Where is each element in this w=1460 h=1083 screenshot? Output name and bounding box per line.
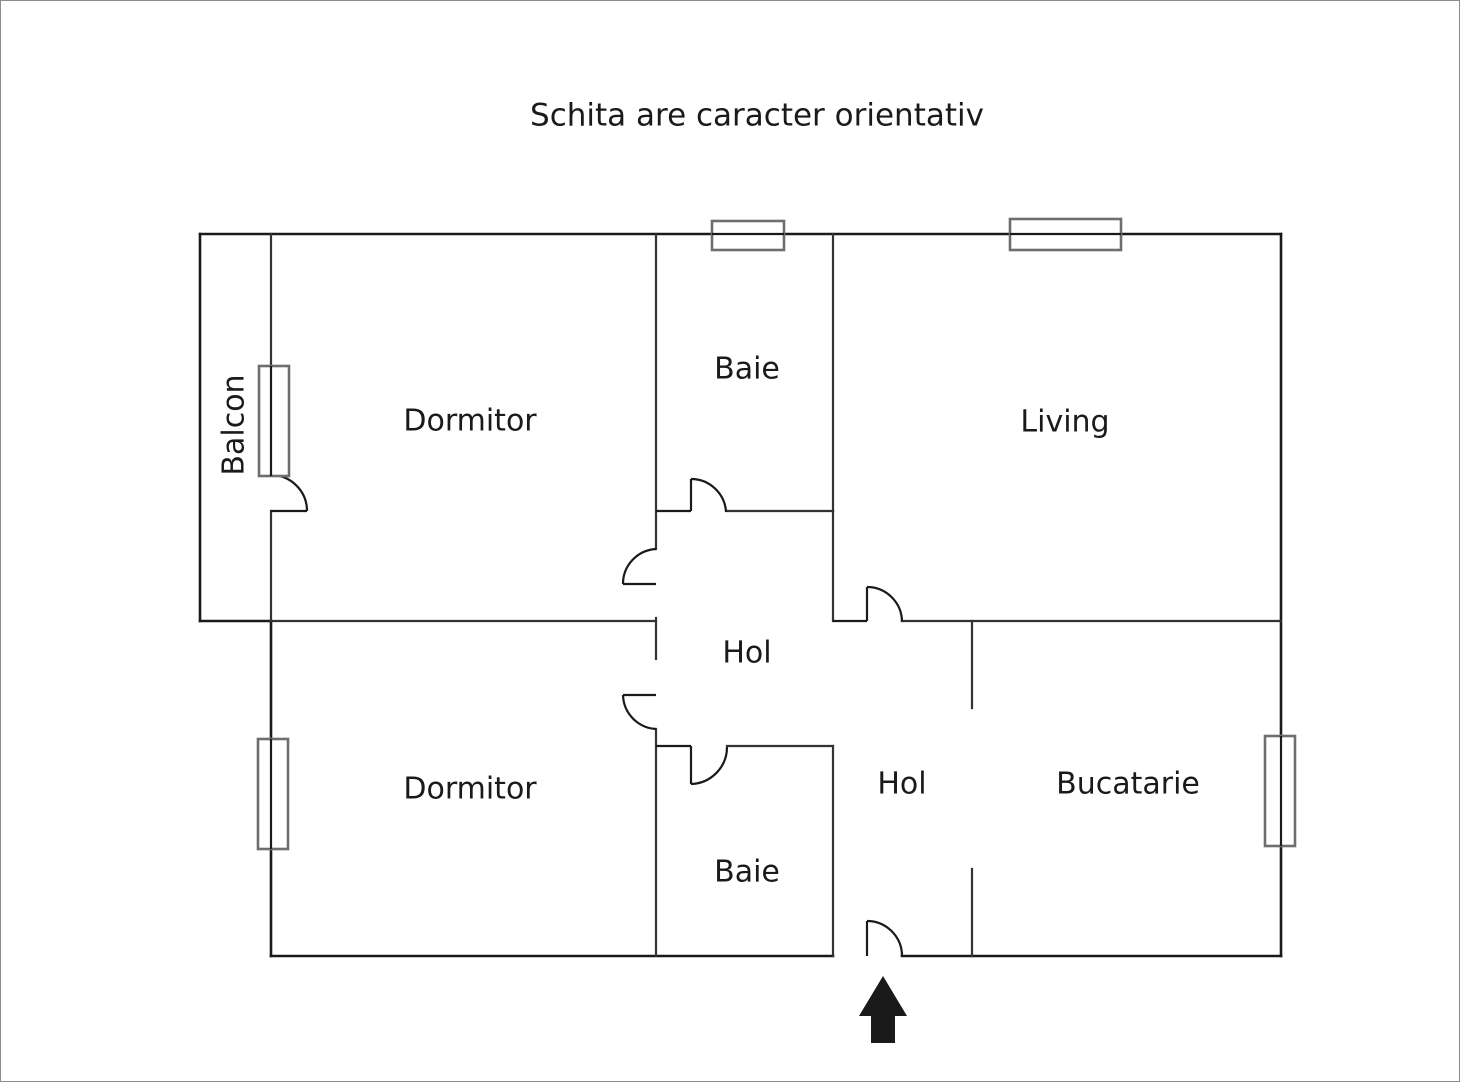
room-label-hol-1: Hol — [722, 636, 771, 671]
window-baie-1-top — [710, 219, 786, 252]
door-swings — [270, 473, 904, 957]
door-arc-baie-2 — [690, 746, 729, 786]
door-arc-dormitor-2 — [621, 694, 657, 731]
room-label-dormitor-2: Dormitor — [403, 772, 537, 807]
room-labels: Balcon Dormitor Baie Living Hol Dormitor… — [217, 352, 1200, 890]
door-arc-entrance — [866, 919, 904, 957]
door-arc-living — [866, 585, 904, 623]
door-arc-baie-1 — [690, 477, 728, 513]
room-label-baie-1: Baie — [714, 352, 780, 387]
page-title: Schita are caracter orientativ — [530, 98, 984, 134]
windows — [256, 217, 1297, 851]
window-balcon-left — [257, 364, 291, 478]
door-arc-balcon — [270, 473, 309, 512]
room-label-bucatarie: Bucatarie — [1056, 767, 1200, 802]
room-label-balcon: Balcon — [217, 374, 252, 475]
door-arc-dormitor-1 — [621, 547, 657, 585]
room-label-dormitor-1: Dormitor — [403, 404, 537, 439]
interior-walls — [269, 232, 1283, 958]
window-dormitor-2-left — [256, 737, 290, 851]
room-label-baie-2: Baie — [714, 855, 780, 890]
room-label-living: Living — [1020, 405, 1109, 440]
entrance-direction-arrow — [859, 976, 907, 1043]
room-label-hol-2: Hol — [877, 767, 926, 802]
outer-walls — [198, 232, 1283, 958]
